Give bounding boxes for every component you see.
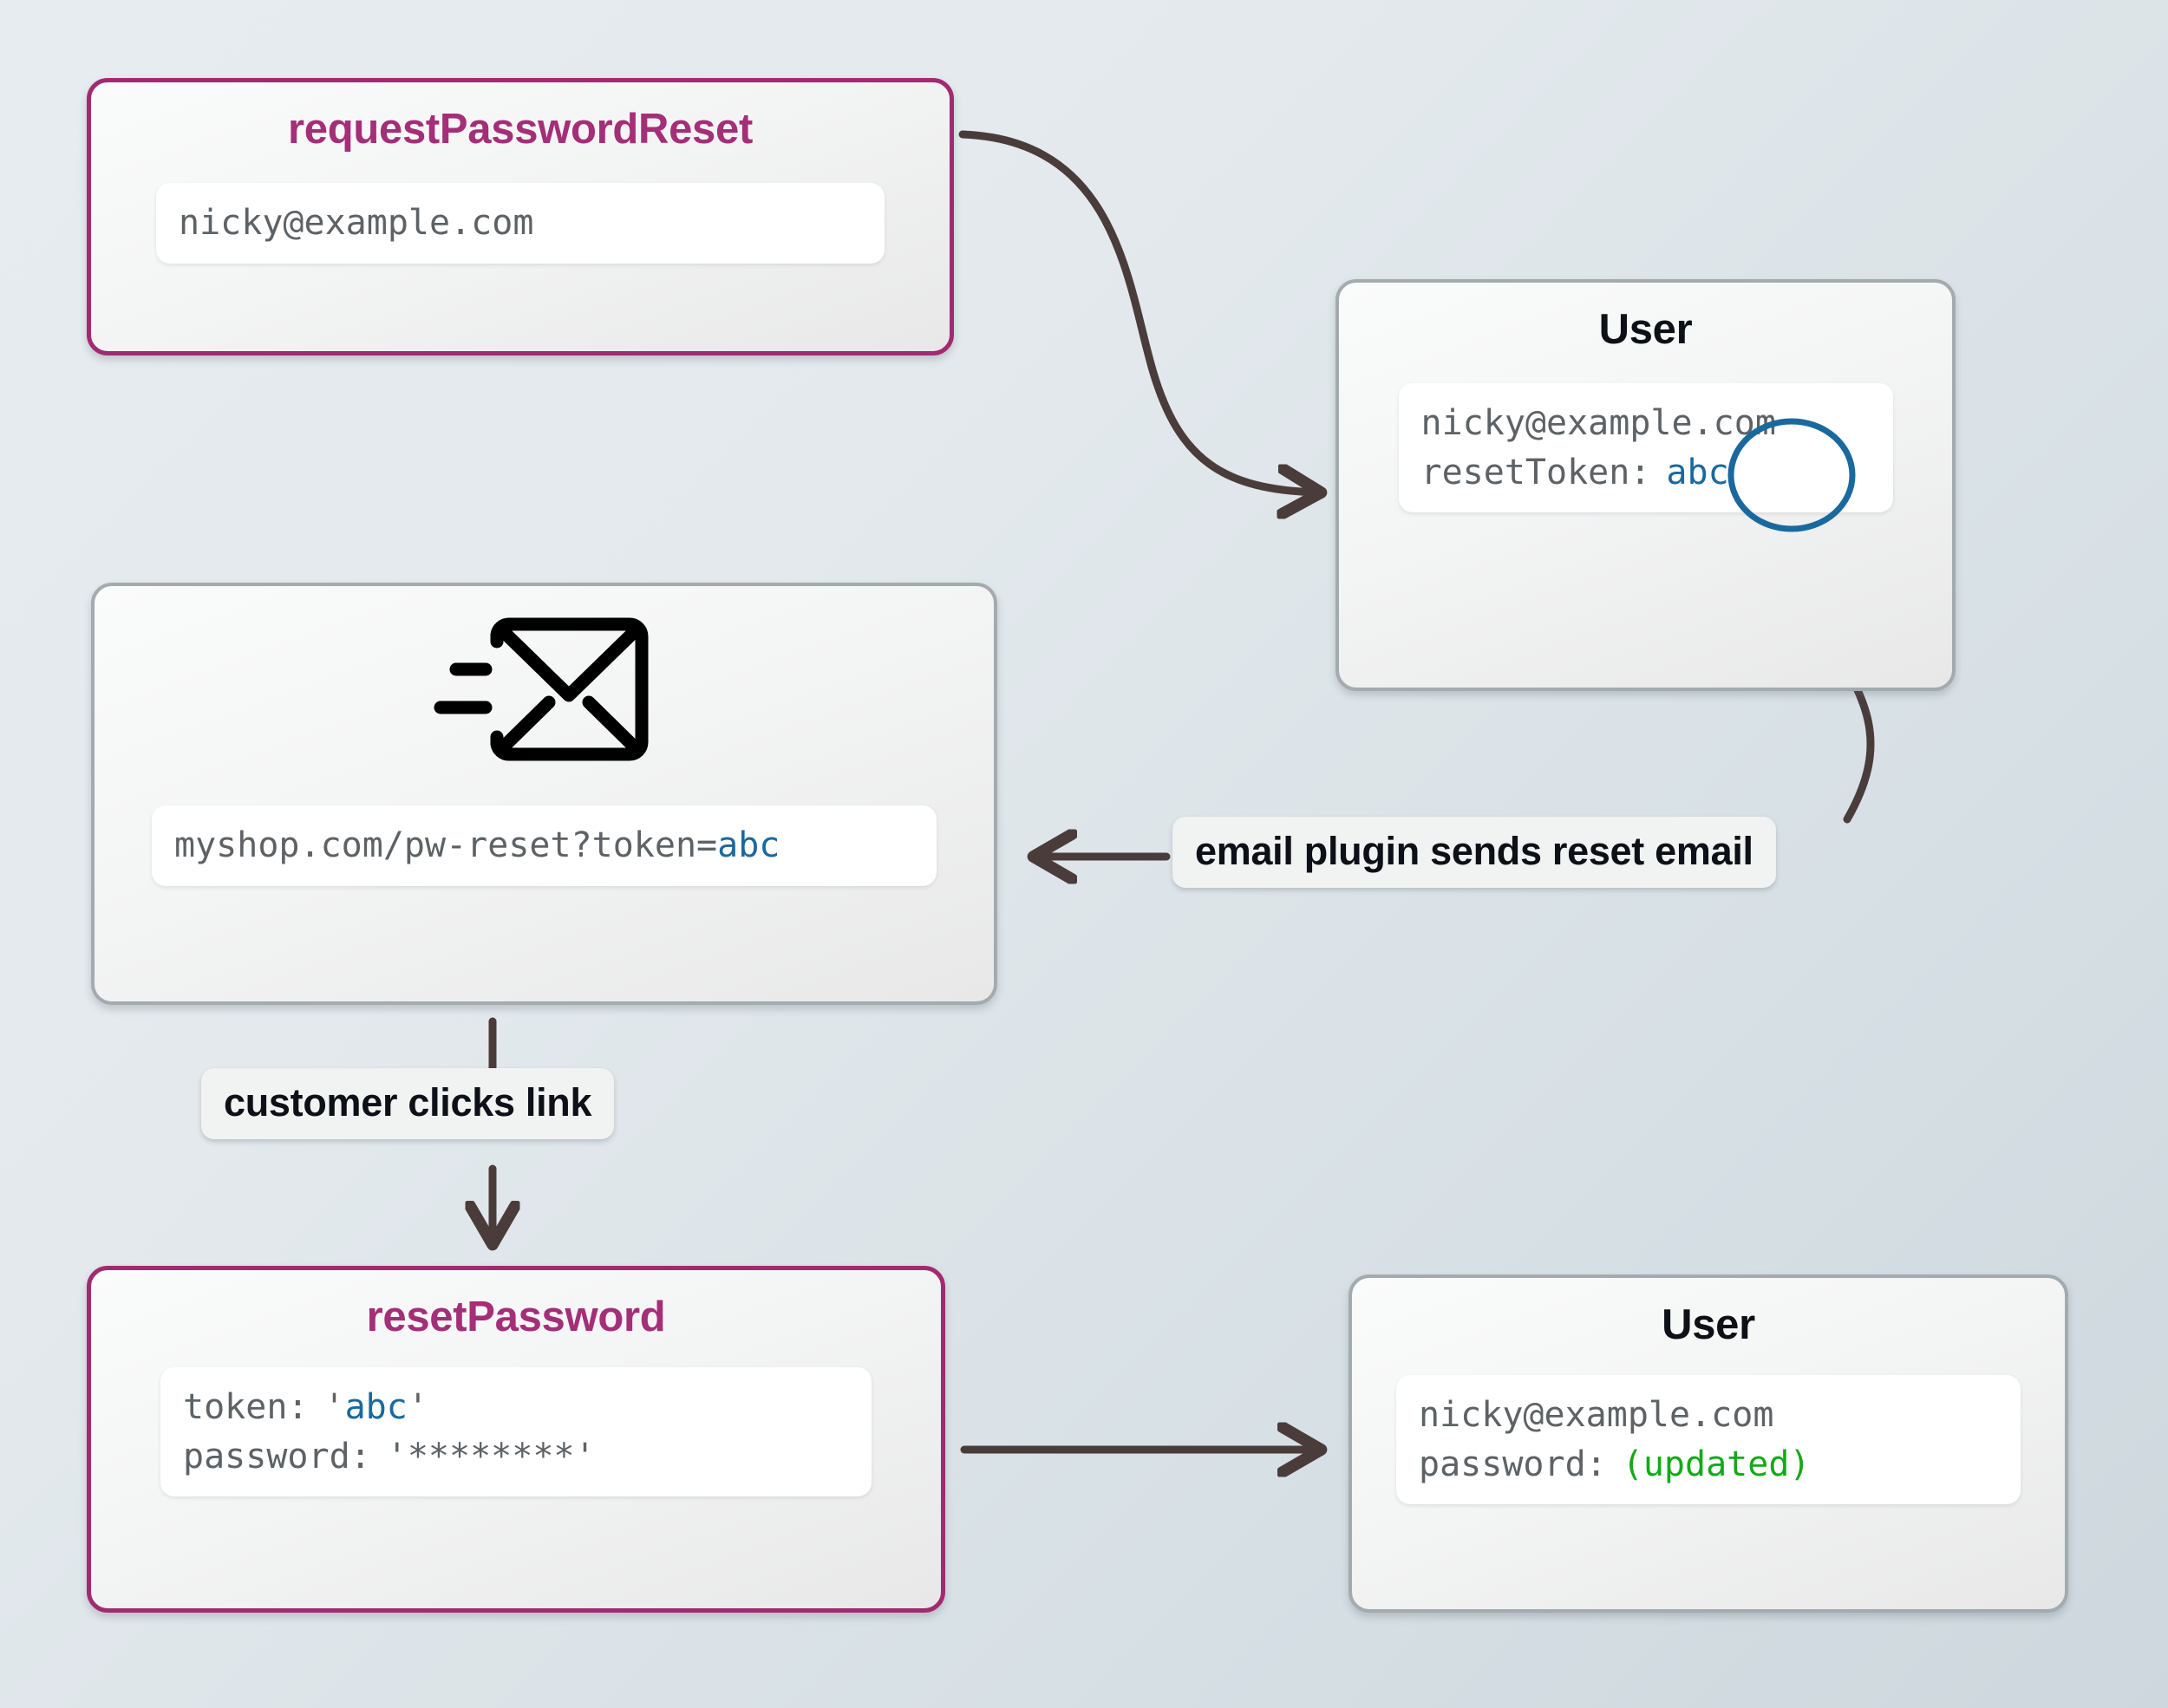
- reset-token-value: abc: [1666, 452, 1729, 492]
- request-email-field: nicky@example.com: [156, 182, 885, 264]
- user-token-fields: nicky@example.com resetToken: abc: [1398, 382, 1893, 532]
- node-user-updated[interactable]: User nicky@example.com password: (updated…: [1348, 1274, 2068, 1613]
- user-email-line: nicky@example.com: [1421, 399, 1871, 448]
- edge-label-customer-clicks: customer clicks link: [201, 1068, 615, 1139]
- email-url-prefix: myshop.com/pw-reset?token=: [174, 825, 718, 865]
- password-label: password:: [1419, 1444, 1607, 1484]
- token-open-quote: ': [323, 1386, 345, 1427]
- node-user-with-token[interactable]: User nicky@example.com resetToken: abc: [1335, 279, 1956, 691]
- password-value: (updated): [1622, 1444, 1811, 1484]
- node-title: User: [1662, 1301, 1755, 1348]
- password-label: password:: [183, 1436, 371, 1477]
- user-token-line: resetToken: abc: [1421, 448, 1871, 498]
- email-url-token: abc: [717, 825, 780, 865]
- token-circle-annotation-icon: [1727, 418, 1855, 532]
- user-password-line: password: (updated): [1419, 1440, 1998, 1490]
- password-value: '********': [386, 1436, 596, 1477]
- node-email-message[interactable]: myshop.com/pw-reset?token=abc: [91, 583, 997, 1005]
- edge-label-text: customer clicks link: [224, 1080, 592, 1125]
- reset-password-fields: token: 'abc' password: '********': [160, 1366, 872, 1497]
- email-reset-link-field[interactable]: myshop.com/pw-reset?token=abc: [152, 805, 937, 886]
- reset-token-label: token:: [183, 1386, 309, 1427]
- user-email-value: nicky@example.com: [1419, 1394, 1774, 1435]
- edge-label-email-plugin: email plugin sends reset email: [1172, 817, 1776, 888]
- token-close-quote: ': [407, 1386, 428, 1427]
- send-email-envelope-icon: [432, 616, 657, 767]
- node-title: requestPasswordReset: [288, 106, 753, 153]
- edge-label-text: email plugin sends reset email: [1195, 829, 1753, 873]
- request-email-value: nicky@example.com: [179, 202, 534, 243]
- user-email-line: nicky@example.com: [1419, 1391, 1998, 1440]
- reset-token-label: resetToken:: [1420, 452, 1651, 492]
- node-reset-password[interactable]: resetPassword token: 'abc' password: '****…: [87, 1266, 945, 1613]
- edge-request-to-user: [958, 130, 1318, 492]
- node-title: User: [1598, 306, 1693, 353]
- node-request-password-reset[interactable]: requestPasswordReset nicky@example.com: [87, 78, 954, 355]
- user-updated-fields: nicky@example.com password: (updated): [1396, 1374, 2021, 1505]
- reset-password-line: password: '********': [183, 1432, 849, 1482]
- reset-token-value: abc: [344, 1386, 408, 1427]
- user-email-value: nicky@example.com: [1420, 402, 1776, 443]
- reset-token-line: token: 'abc': [183, 1383, 849, 1432]
- node-title: resetPassword: [366, 1294, 666, 1340]
